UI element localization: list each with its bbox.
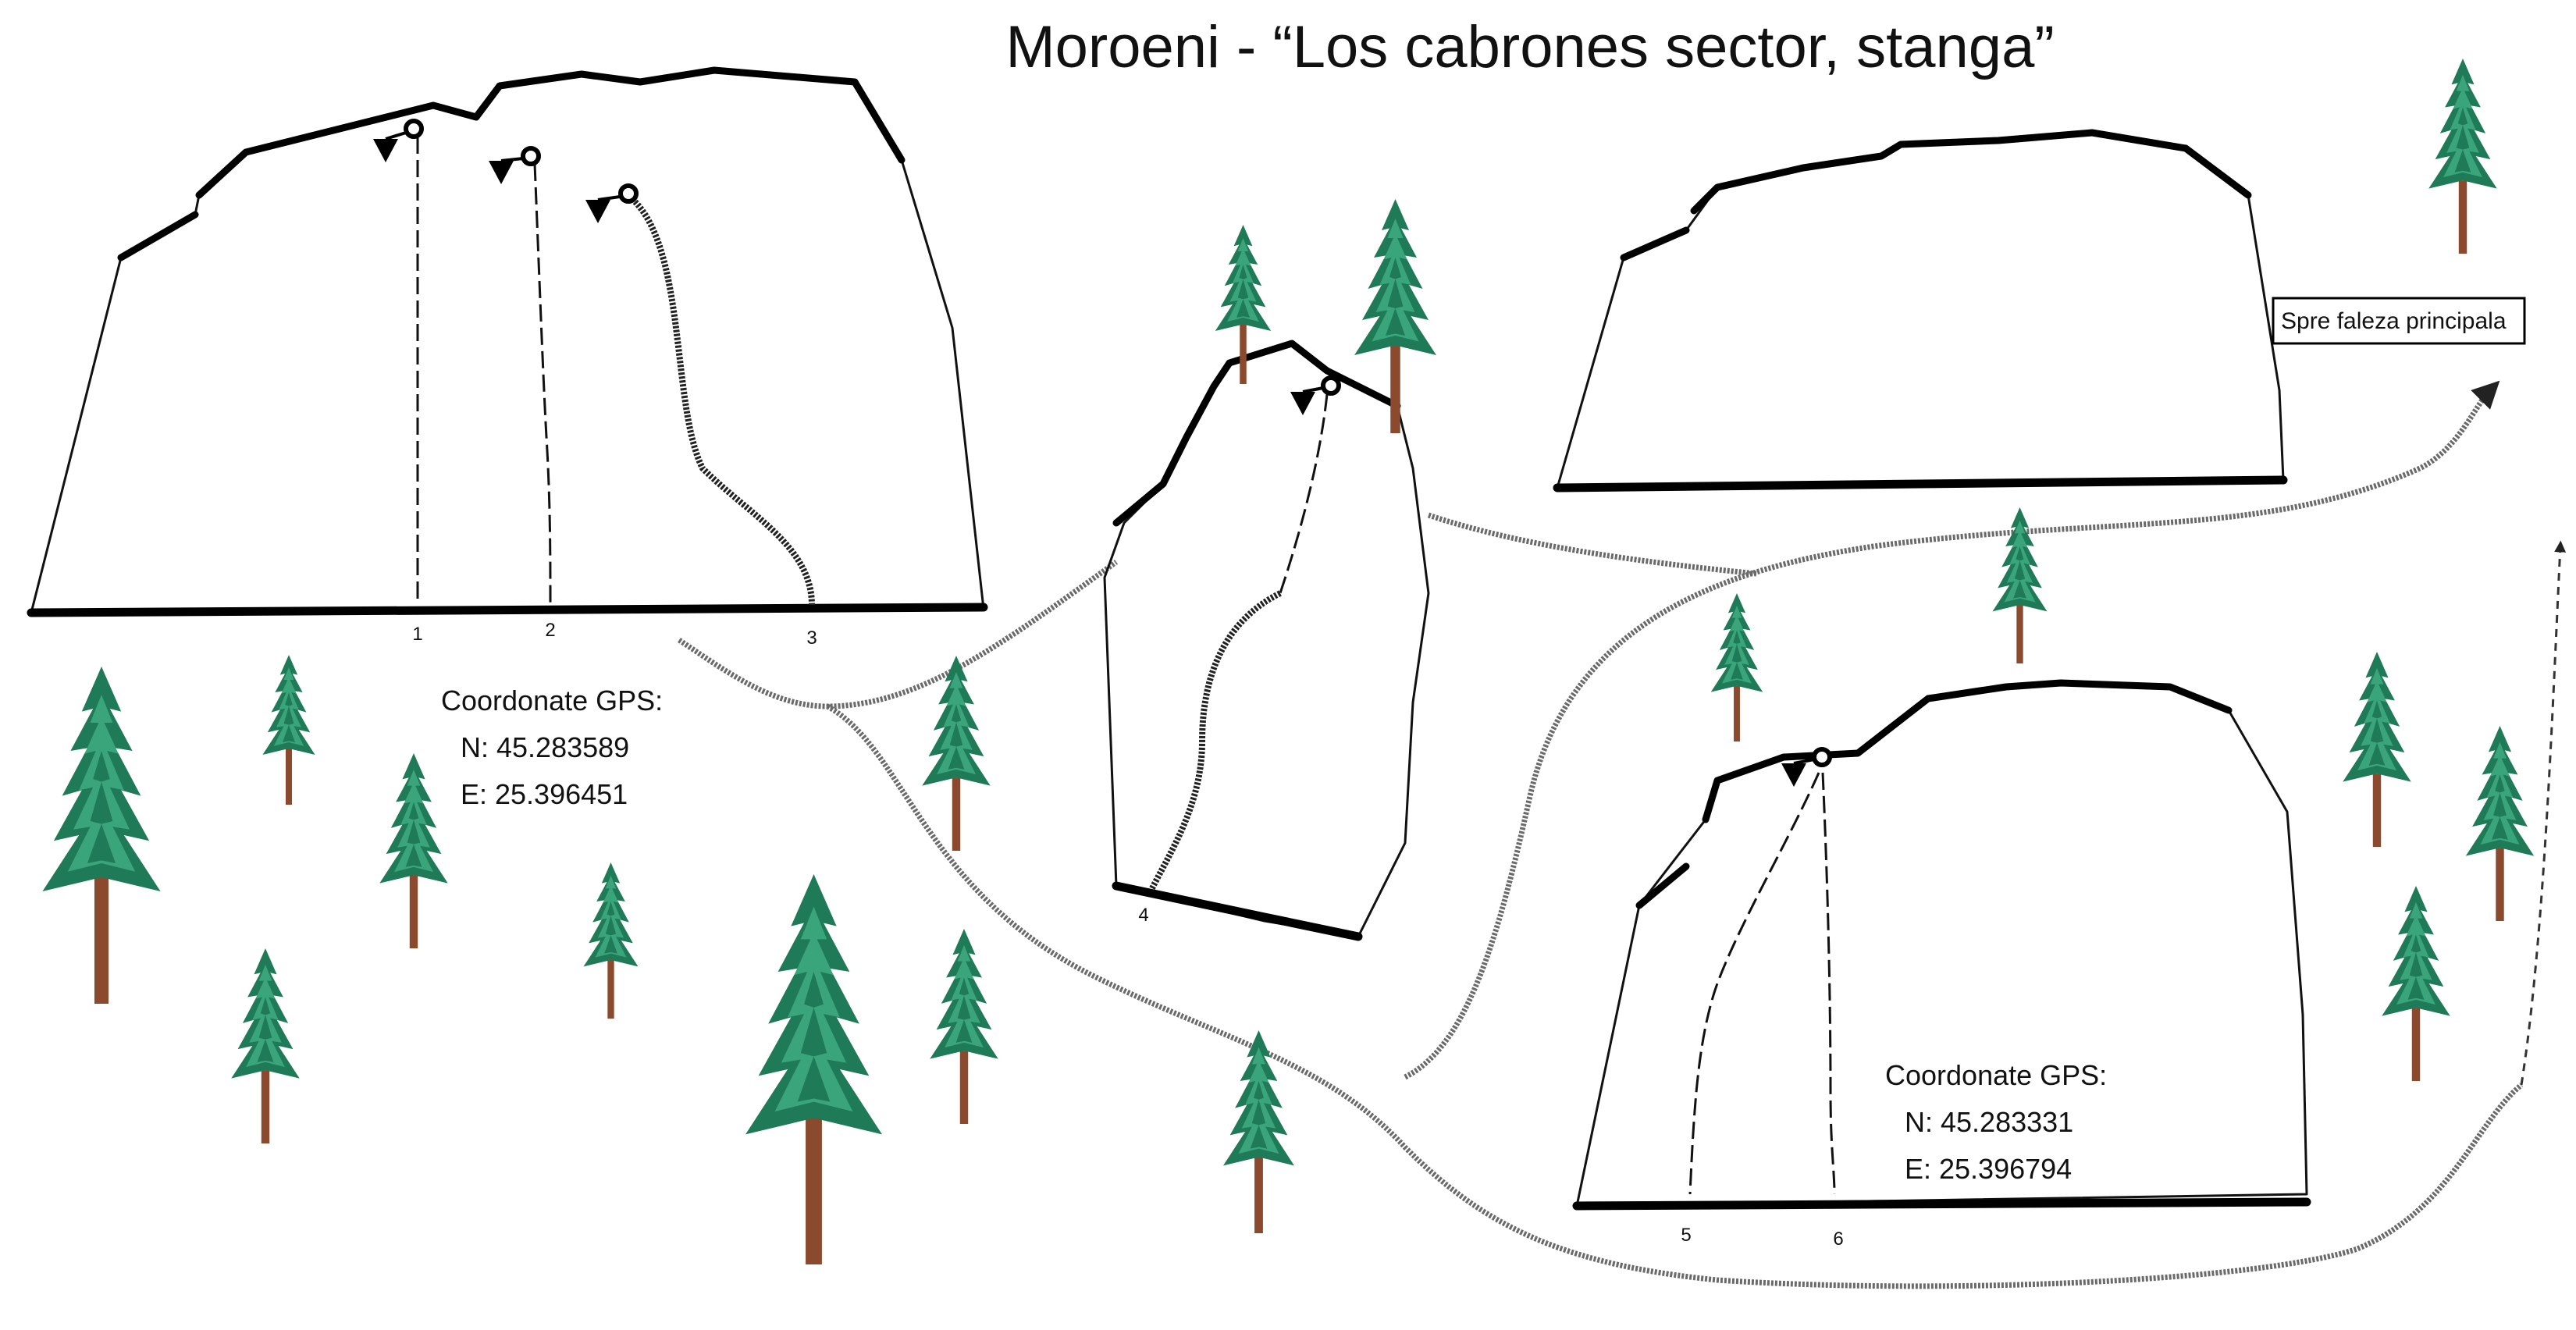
- pine-tree-icon: [1354, 199, 1436, 433]
- route-5-line: [1688, 772, 1820, 1195]
- page-title: Moroeni - “Los cabrones sector, stanga”: [1005, 14, 2054, 80]
- anchor-icon: [1781, 747, 1832, 787]
- trail-to-main-crag: [1404, 380, 2500, 1080]
- pine-tree-icon: [262, 655, 315, 805]
- trail-lower-loop: [826, 703, 2524, 1289]
- pine-tree-icon: [930, 929, 998, 1124]
- gps-coordinates-left: Coordonate GPS: N: 45.283589 E: 25.39645…: [441, 685, 663, 810]
- pine-tree-icon: [2428, 59, 2497, 254]
- pine-tree-icon: [2465, 726, 2535, 921]
- pine-tree-icon: [379, 753, 448, 948]
- anchor-icon: [373, 119, 424, 162]
- gps-east: E: 25.396451: [461, 778, 628, 810]
- route-number-label: 4: [1138, 905, 1148, 926]
- trail-right-exit: [2520, 540, 2567, 1086]
- pine-tree-icon: [1223, 1030, 1294, 1233]
- route-4-line: [1279, 393, 1329, 594]
- route-number-label: 5: [1681, 1225, 1691, 1246]
- gps-north: N: 45.283589: [461, 731, 629, 763]
- pine-tree-icon: [745, 874, 882, 1264]
- route-number-label: 1: [412, 624, 422, 645]
- route-number-label: 6: [1833, 1229, 1843, 1250]
- direction-sign: Spre faleza principala: [2272, 297, 2526, 345]
- route-4-lower-line: [1148, 590, 1282, 891]
- trees: [42, 59, 2535, 1264]
- pine-tree-icon: [1710, 593, 1763, 741]
- gps-heading: Coordonate GPS:: [1885, 1059, 2107, 1091]
- pine-tree-icon: [2343, 652, 2411, 847]
- gps-coordinates-right: Coordonate GPS: N: 45.283331 E: 25.39679…: [1885, 1059, 2107, 1185]
- anchor-icon: [585, 183, 639, 223]
- rock-face-top-right: [1553, 129, 2288, 493]
- rock-pillar-center: 4: [1103, 340, 1430, 941]
- rock-face-left: 1 2 3: [27, 66, 988, 649]
- trail-to-pillar: [678, 560, 1119, 709]
- route-6-line: [1821, 772, 1836, 1195]
- anchor-icon: [1290, 375, 1341, 415]
- approach-trails: [678, 380, 2567, 1289]
- pine-tree-icon: [583, 862, 639, 1019]
- rock-face-bottom-right: 5 6: [1572, 679, 2311, 1250]
- route-number-label: 3: [806, 628, 817, 649]
- pine-tree-icon: [42, 667, 161, 1004]
- pine-tree-icon: [2382, 886, 2450, 1081]
- route-3-line: [630, 197, 815, 606]
- trail-pillar-right: [1427, 512, 1757, 577]
- pine-tree-icon: [1215, 225, 1272, 384]
- anchor-icon: [489, 146, 541, 184]
- route-2-line: [533, 163, 552, 606]
- pine-tree-icon: [922, 656, 991, 851]
- gps-east: E: 25.396794: [1905, 1153, 2072, 1185]
- gps-heading: Coordonate GPS:: [441, 685, 663, 717]
- sign-label: Spre faleza principala: [2281, 308, 2507, 334]
- route-number-label: 2: [545, 620, 555, 641]
- pine-tree-icon: [231, 948, 300, 1143]
- gps-north: N: 45.283331: [1905, 1106, 2073, 1138]
